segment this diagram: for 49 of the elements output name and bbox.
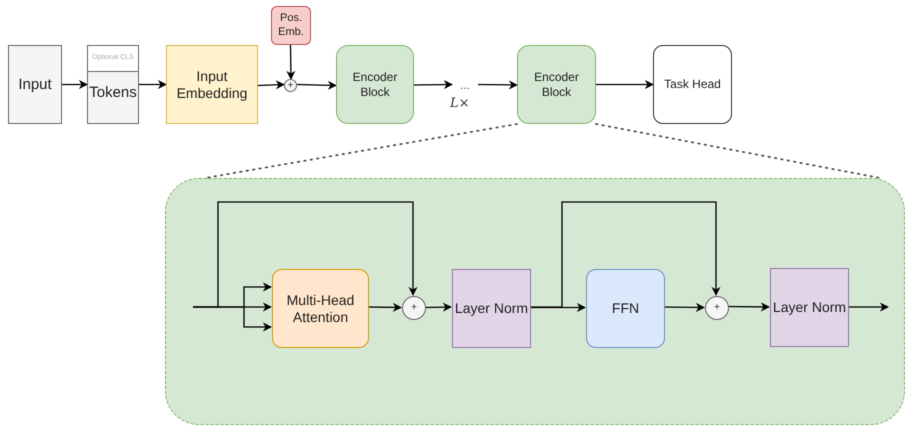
- zoom-guide-line: [204, 123, 518, 179]
- process-box: [452, 269, 531, 348]
- plus-sign: +: [714, 303, 720, 313]
- sum-circle: [284, 79, 297, 92]
- node-label: Encoder Block: [533, 70, 580, 99]
- process-box: [653, 45, 732, 124]
- process-box: [336, 45, 414, 124]
- token-box: [87, 45, 139, 124]
- node-label: FFN: [612, 300, 640, 317]
- process-box: [586, 269, 665, 348]
- node-label: Input: [18, 76, 52, 94]
- node-label: Layer Norm: [454, 300, 528, 317]
- node-label: Multi-Head Attention: [286, 292, 356, 326]
- plus-sign: +: [288, 80, 294, 90]
- node-label: Pos. Emb.: [277, 12, 305, 39]
- node-label: Input Embedding: [176, 68, 248, 102]
- arrow: [139, 80, 167, 90]
- arrow: [296, 80, 337, 90]
- node-label: Layer Norm: [772, 299, 846, 316]
- zoom-guide-line: [595, 123, 881, 179]
- arrow: [193, 201, 418, 308]
- process-box: [770, 268, 849, 347]
- arrow: [664, 302, 705, 312]
- arrow: [478, 80, 518, 90]
- process-box: [271, 6, 311, 45]
- arrow: [424, 302, 452, 312]
- arrow: [596, 80, 654, 90]
- arrow: [848, 302, 889, 312]
- sum-circle: [402, 296, 426, 320]
- repeat-label: L×: [450, 96, 470, 111]
- node-label: Encoder Block: [352, 70, 398, 99]
- arrow: [62, 80, 88, 90]
- process-box: [517, 45, 596, 124]
- process-box: [166, 45, 258, 124]
- arrow: [530, 302, 586, 312]
- arrow: [728, 302, 770, 312]
- node-label: Task Head: [664, 77, 721, 92]
- arrow: [258, 80, 285, 90]
- process-box: [8, 45, 62, 124]
- node-label: ...: [460, 78, 470, 92]
- arrow: [286, 45, 296, 80]
- arrow: [368, 302, 402, 312]
- expanded-block-panel: [165, 178, 905, 425]
- sum-circle: [705, 296, 729, 320]
- arrow: [414, 80, 453, 90]
- node-label: Tokens: [89, 84, 137, 102]
- process-box: [272, 269, 369, 348]
- plus-sign: +: [411, 303, 417, 313]
- arrow: [530, 201, 721, 308]
